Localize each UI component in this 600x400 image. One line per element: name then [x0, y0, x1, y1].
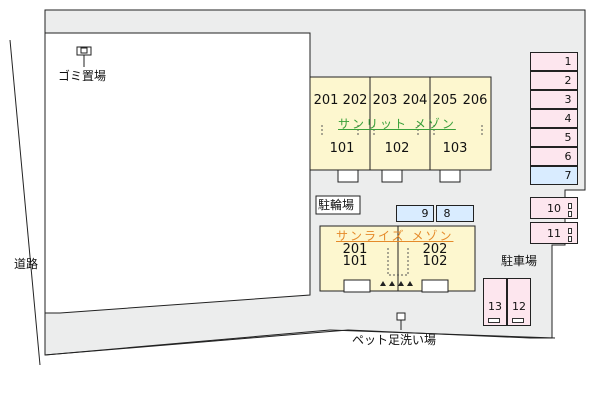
building-south-entrance-2 — [421, 279, 449, 293]
building-north-entrance-1 — [337, 169, 359, 183]
road-edge-south — [329, 329, 556, 339]
unit-201-south: 201 — [342, 242, 368, 257]
parking-slot-13-label: 13 — [488, 300, 502, 313]
unit-201-north: 201 — [313, 93, 339, 108]
pet-wash-marker — [396, 312, 406, 321]
parking-slot-9: 9 — [396, 205, 434, 222]
parking-slot-1: 1 — [530, 52, 578, 71]
arrow-marker-3 — [398, 281, 404, 286]
arrow-marker-2 — [389, 281, 395, 286]
unit-102-south: 102 — [422, 254, 448, 269]
building-south-stairs — [387, 248, 409, 276]
arrow-marker-1 — [380, 281, 386, 286]
parking-slot-10-label: 10 — [547, 201, 561, 215]
wheel-stop-11b — [568, 236, 572, 242]
parking-slot-8: 8 — [436, 205, 474, 222]
unit-203-north: 203 — [372, 93, 398, 108]
building-north-entrance-3 — [439, 169, 461, 183]
parking-slot-2: 2 — [530, 71, 578, 90]
wheel-stop-11 — [568, 228, 572, 234]
parking-slot-12-label: 12 — [512, 300, 526, 313]
parking-slot-3-label: 3 — [564, 93, 572, 106]
parking-slot-7-label: 7 — [564, 169, 572, 182]
arrow-marker-4 — [407, 281, 413, 286]
building-south-name: サンライズ メゾン — [336, 229, 454, 243]
parking-slot-9-label: 9 — [421, 207, 429, 220]
parking-slot-4-label: 4 — [564, 112, 572, 125]
bike-parking-box — [315, 195, 361, 215]
unit-202-south: 202 — [422, 242, 448, 257]
building-south-entrance-1 — [343, 279, 371, 293]
parking-slot-5-label: 5 — [564, 131, 572, 144]
pet-wash-label: ペット足洗い場 — [352, 333, 437, 347]
building-north-name: サンリット メゾン — [338, 117, 456, 131]
garbage-station-label: ゴミ置場 — [58, 69, 107, 83]
parking-slot-6: 6 — [530, 147, 578, 166]
unit-205-north: 205 — [432, 93, 458, 108]
unit-101-north: 101 — [329, 141, 355, 156]
wheel-stop-13 — [488, 318, 500, 323]
garbage-station-inner — [80, 47, 88, 54]
parking-slot-7: 7 — [530, 166, 578, 185]
parking-slot-5: 5 — [530, 128, 578, 147]
parking-label: 駐車場 — [501, 254, 538, 268]
unit-101-south: 101 — [342, 254, 368, 269]
unit-102-north: 102 — [384, 141, 410, 156]
parking-slot-2-label: 2 — [564, 74, 572, 87]
wheel-stop-12 — [512, 318, 524, 323]
road-label: 道路 — [14, 257, 39, 271]
road-line-south — [44, 329, 331, 356]
wheel-stop-10 — [568, 203, 572, 209]
unit-202-north: 202 — [342, 93, 368, 108]
parking-slot-3: 3 — [530, 90, 578, 109]
unit-204-north: 204 — [402, 93, 428, 108]
bike-parking-label: 駐輪場 — [318, 198, 355, 212]
parking-slot-11-label: 11 — [547, 226, 561, 240]
unit-206-north: 206 — [462, 93, 488, 108]
wheel-stop-10b — [568, 211, 572, 217]
parking-slot-1-label: 1 — [564, 55, 572, 68]
parking-slot-8-label: 8 — [443, 207, 451, 220]
building-north-outline — [309, 76, 492, 171]
parking-slot-4: 4 — [530, 109, 578, 128]
doorway-mark-1 — [321, 125, 483, 135]
unit-103-north: 103 — [442, 141, 468, 156]
road-line-west — [9, 39, 41, 366]
building-north-entrance-2 — [381, 169, 403, 183]
parking-slot-6-label: 6 — [564, 150, 572, 163]
